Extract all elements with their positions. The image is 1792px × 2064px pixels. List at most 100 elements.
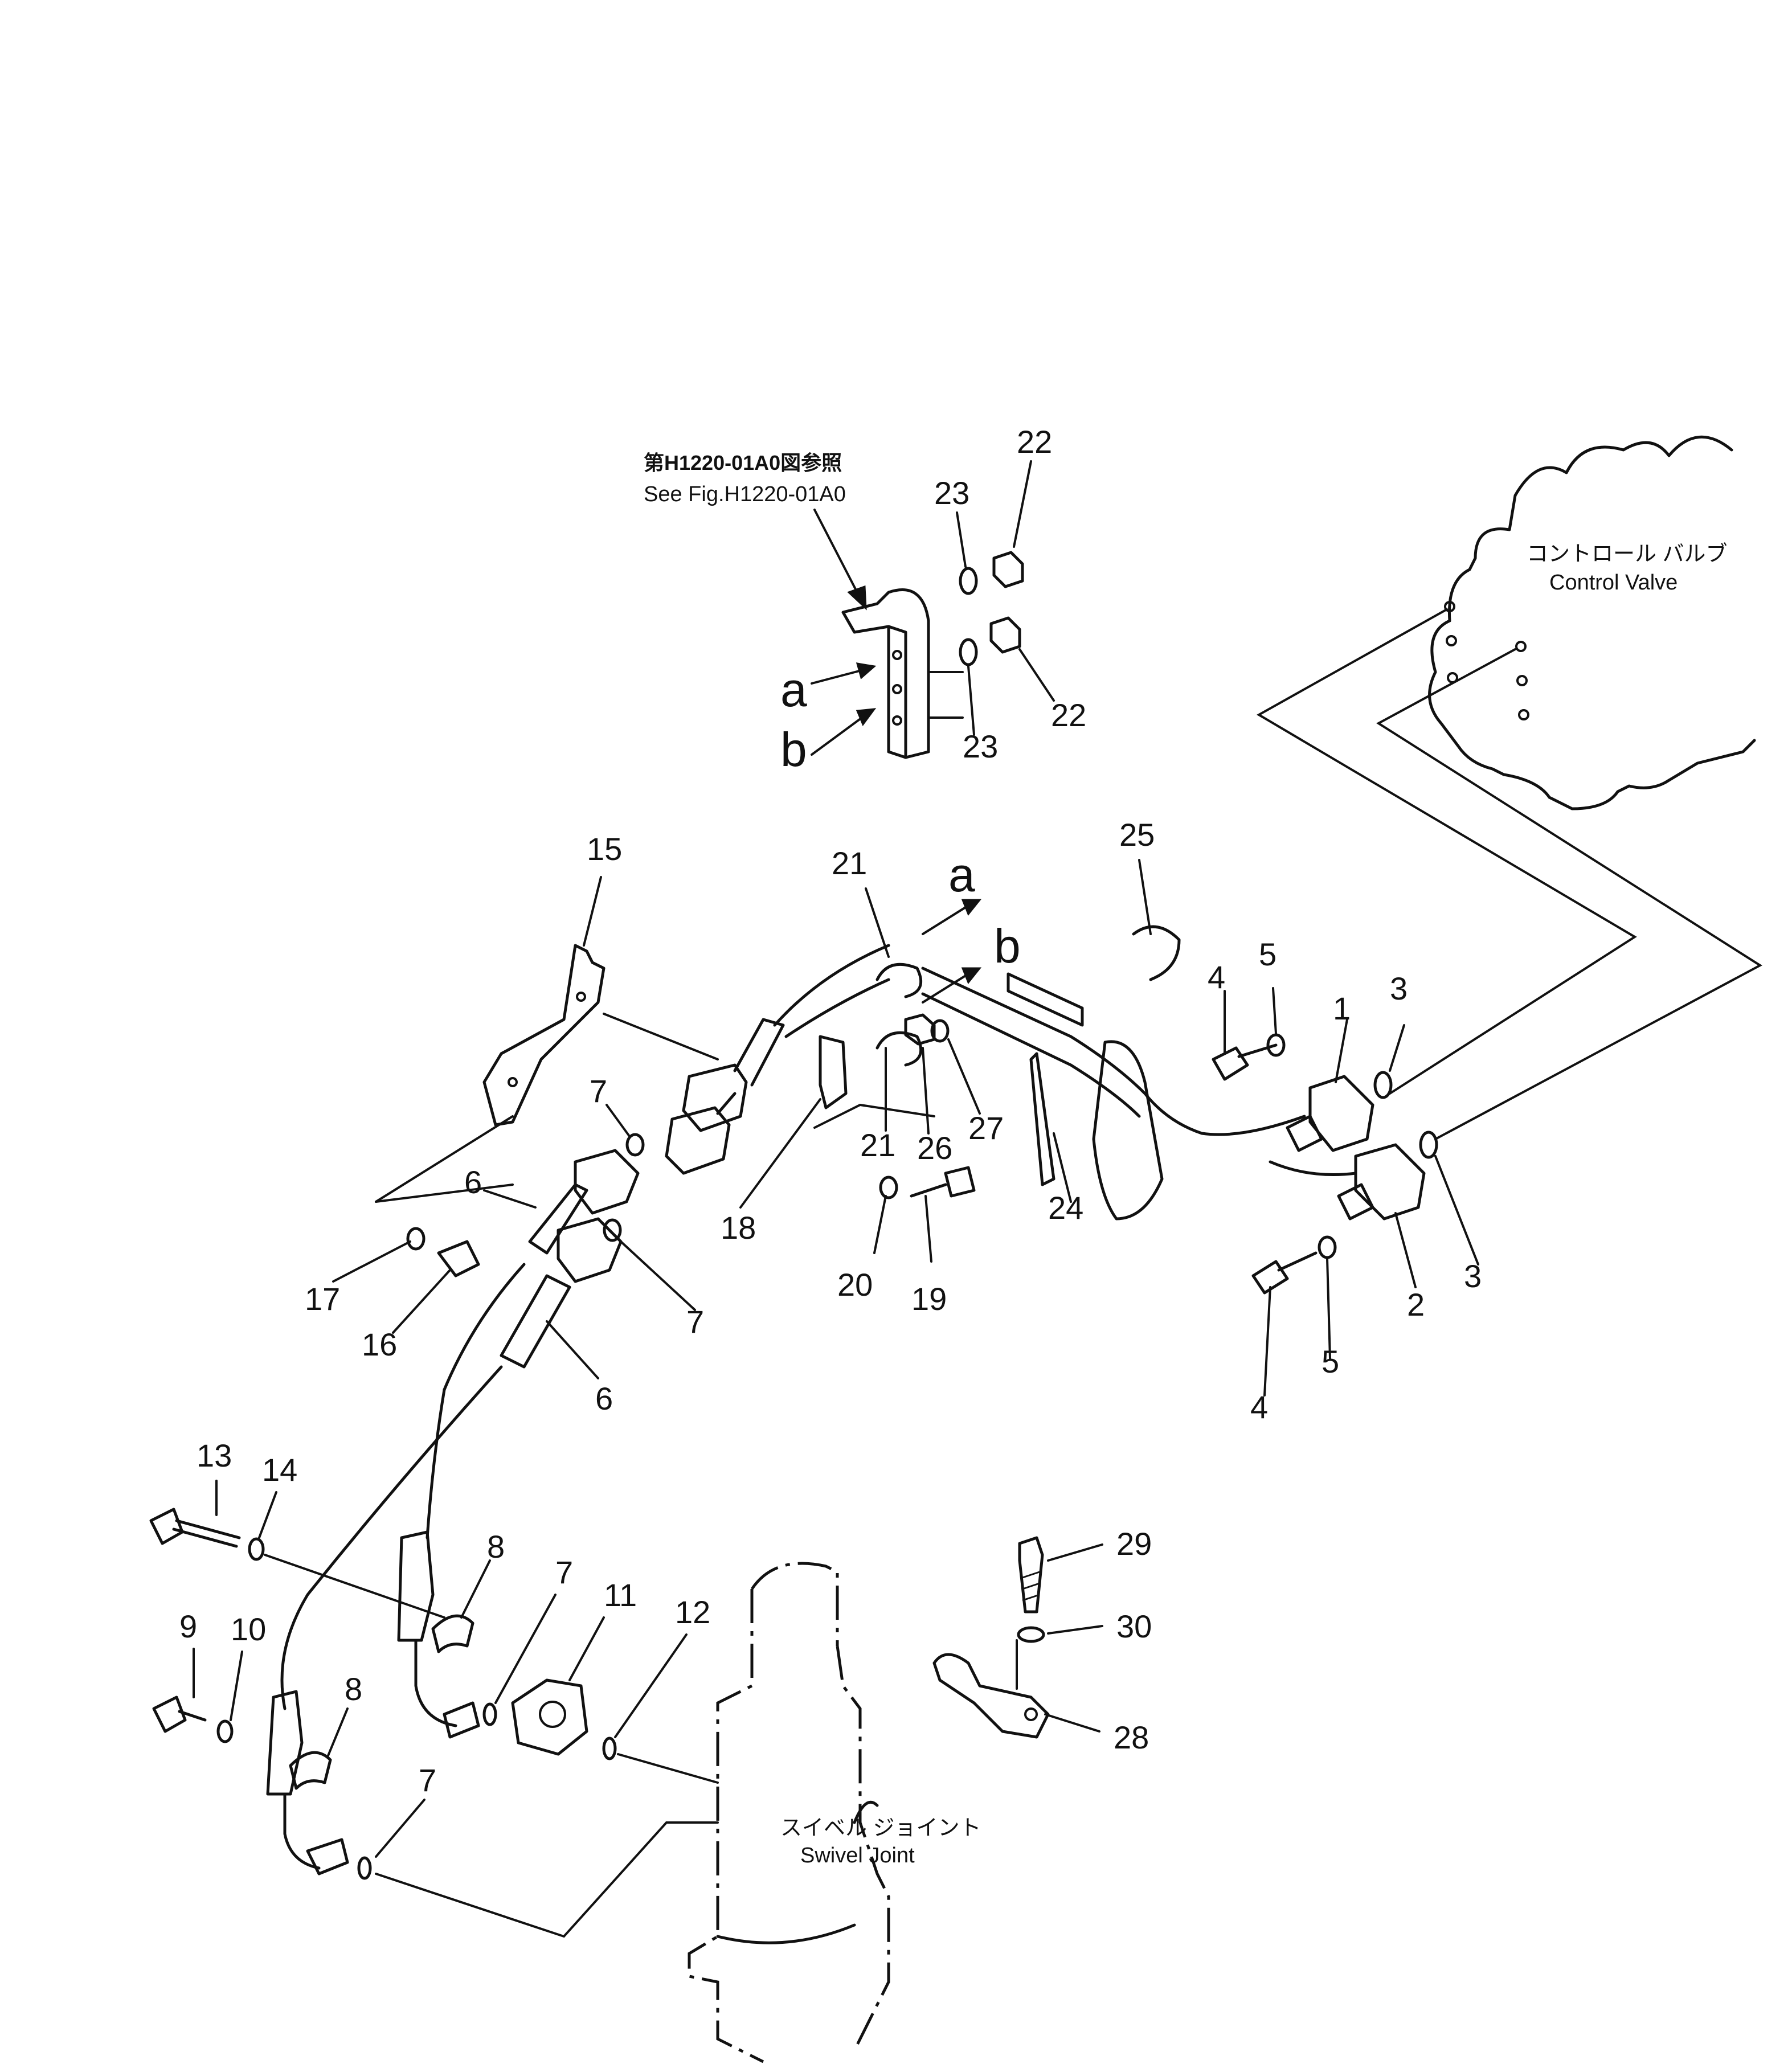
routing-line-g	[375, 1821, 719, 1938]
callout-8-bottom: 8	[345, 1671, 362, 1707]
callout-1: 1	[1333, 990, 1351, 1026]
leader-27	[947, 1038, 981, 1115]
callout-numbers: 22 23 23 22 15 21 25 4 5 1 3 7 21 26 27 …	[179, 424, 1482, 1798]
routing-line-e	[603, 1013, 719, 1060]
bracket-15-hole	[576, 992, 586, 1002]
leader-15	[583, 876, 602, 947]
block-11	[511, 1678, 588, 1756]
washer-5-lower	[1318, 1235, 1337, 1259]
hose-fitting-lower	[716, 1092, 737, 1115]
callout-28: 28	[1114, 1719, 1149, 1755]
split-flange-8-lower	[289, 1751, 332, 1790]
bracket-hole	[892, 715, 902, 726]
leader-1	[1335, 1018, 1348, 1083]
callout-19: 19	[911, 1281, 947, 1317]
hose-6-upper-fitting	[528, 1183, 588, 1255]
letter-a-leader	[811, 668, 867, 685]
leader-7-lower-a	[494, 1594, 557, 1704]
leader-23-bottom	[967, 665, 975, 736]
callout-2: 2	[1407, 1287, 1425, 1322]
bolt-19	[910, 1166, 976, 1198]
flange-2	[1354, 1143, 1426, 1221]
callout-5-top: 5	[1259, 936, 1277, 972]
washer-30	[1017, 1626, 1045, 1643]
callout-10: 10	[231, 1611, 266, 1647]
reference-arrowhead	[847, 585, 867, 611]
o-ring-12	[602, 1737, 617, 1760]
callout-23-bottom: 23	[963, 728, 998, 764]
flange-6-upper	[574, 1149, 640, 1215]
leader-8-top	[460, 1559, 491, 1619]
bracket-15	[482, 944, 605, 1127]
lower-hose-ends	[149, 1508, 719, 1938]
leader-22-bottom	[1018, 648, 1055, 702]
flange-lower	[665, 1106, 731, 1175]
nut-22-lower	[989, 616, 1021, 654]
control-valve: コントロール バルブ Control Valve	[1428, 435, 1756, 810]
callout-21-top: 21	[832, 845, 867, 881]
hose-letters: a b	[922, 848, 1021, 1004]
o-ring-12-axis	[617, 1753, 719, 1784]
bracket-side	[887, 625, 907, 759]
callout-27: 27	[968, 1110, 1004, 1146]
bracket-28-group	[932, 1536, 1050, 1739]
split-flange-8-upper	[431, 1614, 474, 1653]
hose-upper-b	[784, 978, 890, 1038]
washer-20	[879, 1176, 898, 1199]
leader-24	[1053, 1132, 1072, 1203]
leader-7-lower-b	[375, 1799, 426, 1858]
hose-main-c	[1269, 1160, 1357, 1176]
leader-3-bottom	[1434, 1155, 1479, 1266]
swivel-joint: スイベル ジョイント Swivel Joint	[688, 1562, 981, 2063]
o-ring-7-lower-b	[357, 1856, 372, 1880]
hose-fitting-upper	[733, 1018, 785, 1087]
callout-16: 16	[362, 1326, 397, 1362]
letter-b-hose-arrow	[961, 967, 982, 984]
leader-20	[873, 1195, 887, 1254]
swivel-joint-label-en: Swivel Joint	[800, 1844, 915, 1868]
routing-line-f	[813, 1103, 935, 1129]
bolt-16	[437, 1240, 480, 1277]
callout-4-top: 4	[1208, 959, 1225, 995]
bolt-29	[1018, 1536, 1044, 1613]
control-valve-label-jp: コントロール バルブ	[1527, 542, 1728, 566]
nut-22-upper	[992, 551, 1024, 588]
callout-8-top: 8	[487, 1529, 505, 1565]
bracket-15-hole	[508, 1077, 518, 1087]
reference-note-en: See Fig.H1220-01A0	[644, 482, 846, 506]
bracket-18	[819, 1035, 848, 1109]
valve-port	[1515, 641, 1527, 652]
letter-a-arrowhead	[856, 662, 877, 679]
leader-28	[1044, 1713, 1100, 1733]
hose-6-upper	[443, 1263, 526, 1391]
reference-note-jp: 第H1220-01A0図参照	[644, 451, 842, 474]
bracket-body	[841, 588, 930, 759]
valve-outline	[1428, 435, 1756, 810]
flange-1	[1308, 1075, 1374, 1152]
letter-b-top: b	[780, 723, 807, 776]
flange-end-lower	[306, 1838, 349, 1875]
leader-7-top	[605, 1104, 631, 1137]
swivel-body	[688, 1589, 890, 2063]
leader-6-bottom	[546, 1320, 599, 1379]
leader-10	[230, 1651, 243, 1721]
leader-14	[258, 1491, 277, 1539]
bolt-9	[152, 1696, 207, 1733]
callout-30: 30	[1116, 1608, 1152, 1644]
callout-7-top: 7	[590, 1073, 607, 1109]
letter-a-top: a	[780, 663, 807, 716]
leader-2	[1394, 1212, 1417, 1288]
leader-7-middle	[620, 1240, 696, 1311]
callout-7-lower-b: 7	[419, 1762, 436, 1798]
callout-25: 25	[1119, 817, 1155, 853]
hose-main-a	[921, 967, 1306, 1136]
valve-port	[1444, 601, 1455, 612]
mounting-plate	[1092, 1040, 1164, 1221]
swivel-port	[853, 1800, 879, 1824]
bolt-13	[149, 1508, 241, 1548]
hose-upper-a	[773, 944, 890, 1027]
callout-23-top: 23	[934, 475, 969, 511]
valve-port	[1516, 675, 1528, 686]
callout-20: 20	[837, 1267, 873, 1303]
hose-tube-lower	[283, 1792, 321, 1870]
